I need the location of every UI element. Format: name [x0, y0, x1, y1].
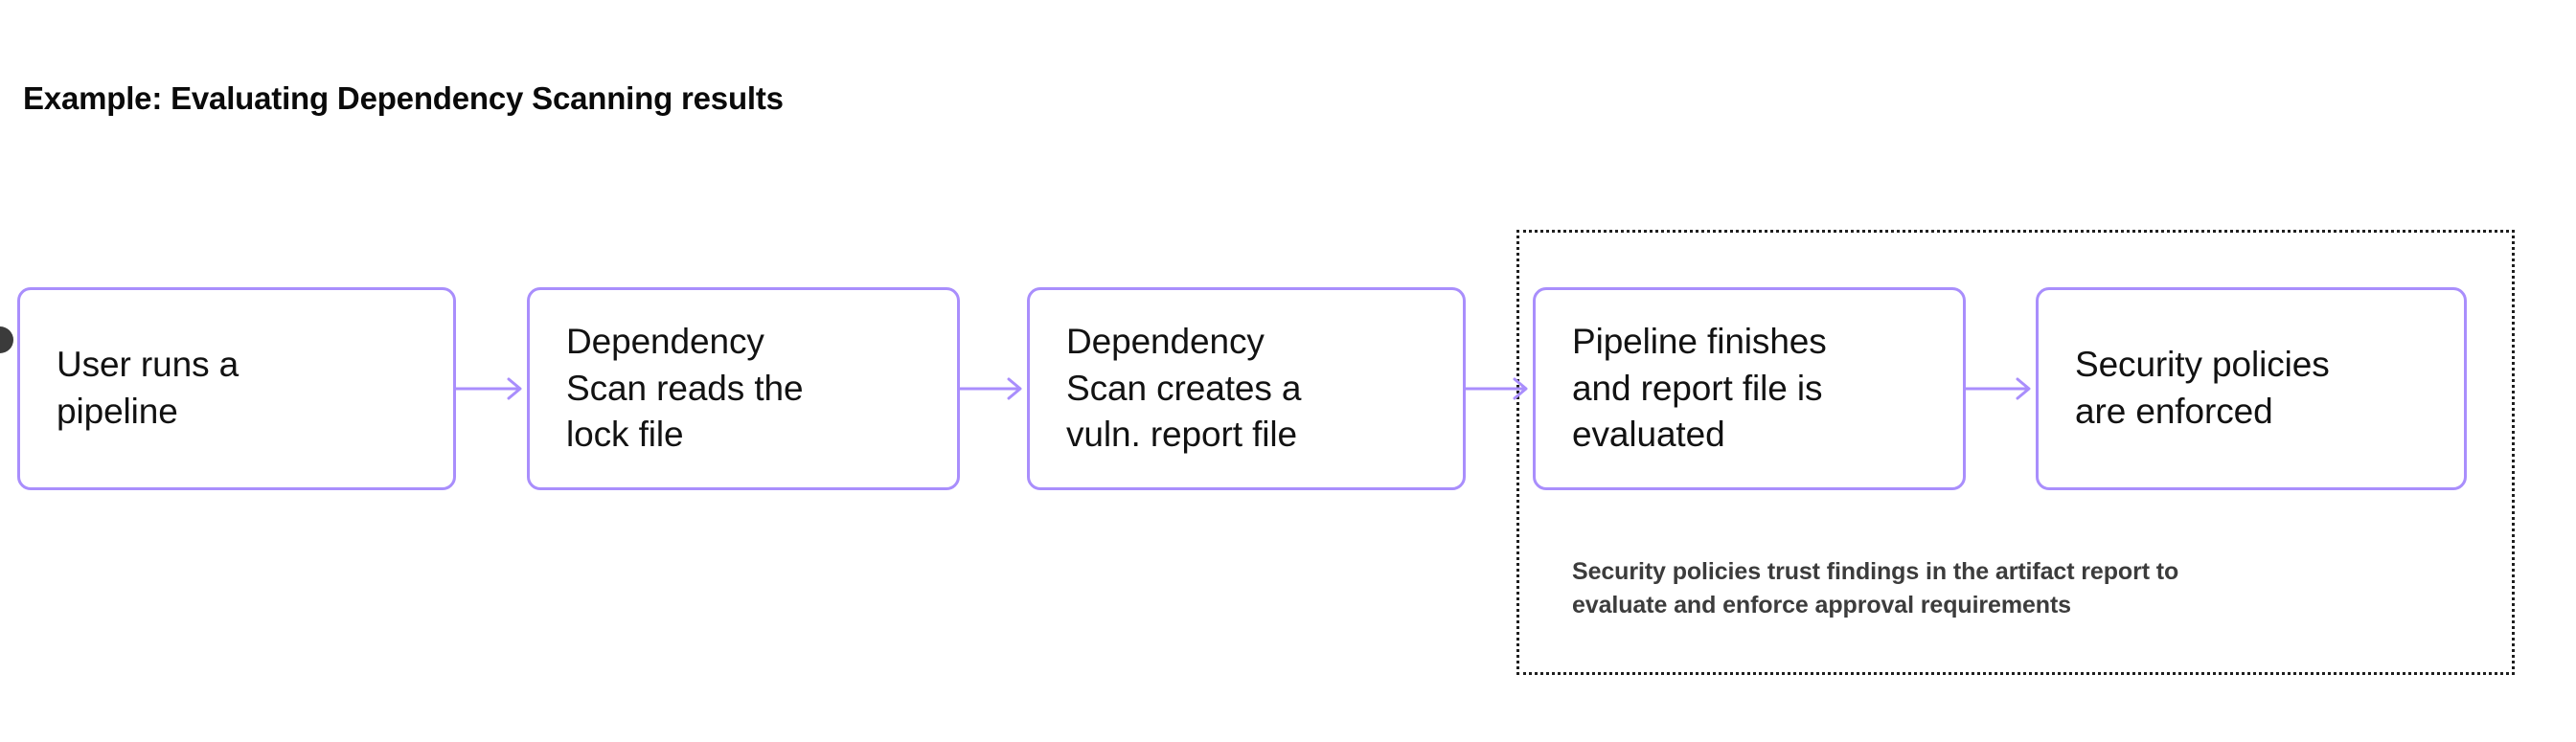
flow-node-label: Dependency Scan creates a vuln. report f…	[1066, 321, 1302, 455]
flow-node-label: User runs a pipeline	[57, 345, 239, 431]
flow-node-label: Dependency Scan reads the lock file	[566, 321, 804, 455]
page-title: Example: Evaluating Dependency Scanning …	[23, 80, 784, 116]
flow-node-user-runs-pipeline[interactable]: User runs a pipeline	[17, 287, 456, 490]
flow-node-label: Security policies are enforced	[2075, 345, 2330, 431]
flow-node-security-policies-enforced[interactable]: Security policies are enforced	[2036, 287, 2467, 490]
security-policy-group-container	[1516, 230, 2515, 675]
flow-node-dependency-scan-reads-lock-file[interactable]: Dependency Scan reads the lock file	[527, 287, 960, 490]
connector-arrow-4	[1966, 374, 2036, 403]
origin-node-dot-icon	[0, 326, 13, 353]
flow-node-pipeline-finishes-evaluated[interactable]: Pipeline finishes and report file is eva…	[1533, 287, 1966, 490]
connector-arrow-1	[456, 374, 527, 403]
flow-node-label: Pipeline finishes and report file is eva…	[1572, 321, 1827, 455]
flow-node-dependency-scan-creates-report[interactable]: Dependency Scan creates a vuln. report f…	[1027, 287, 1466, 490]
connector-arrow-2	[960, 374, 1027, 403]
connector-arrow-3	[1466, 374, 1533, 403]
group-caption-text: Security policies trust findings in the …	[1572, 558, 2179, 618]
